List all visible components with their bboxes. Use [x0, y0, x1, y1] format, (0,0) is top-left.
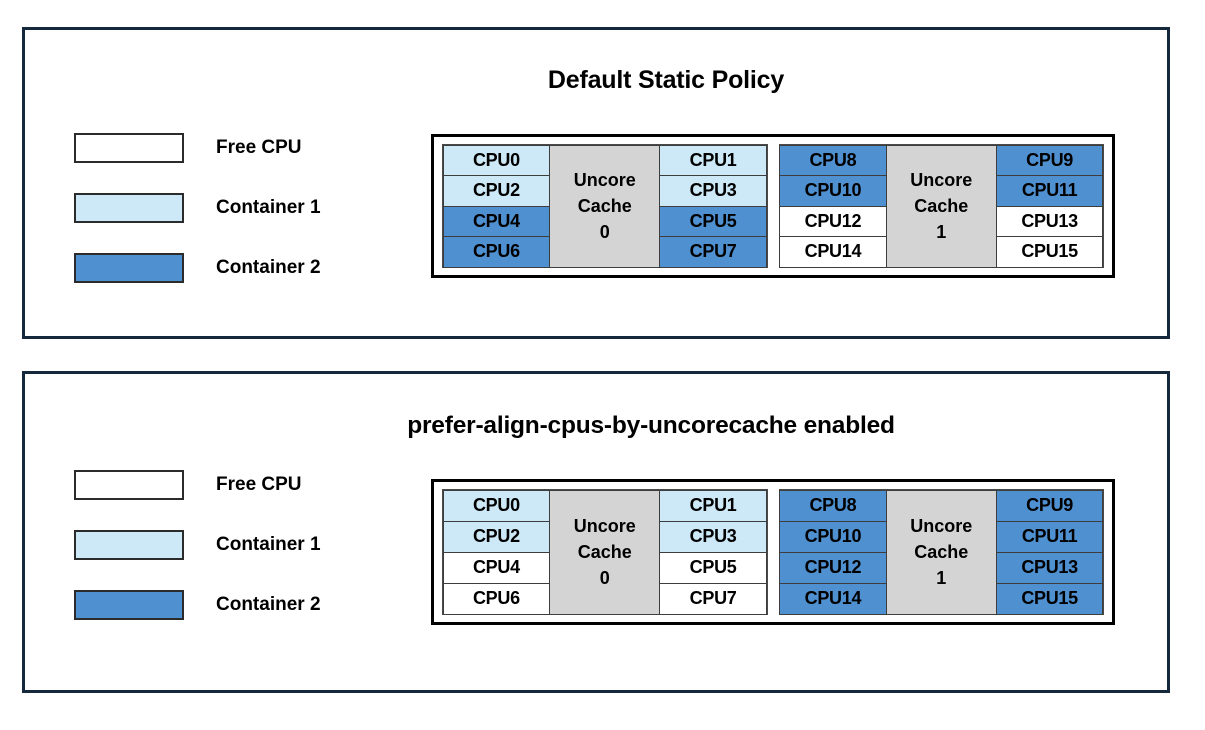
legend-swatch-c2 — [74, 590, 184, 620]
uncore-cache-text-line: 1 — [936, 568, 947, 589]
uncore-cache-text-line: Cache — [914, 541, 969, 562]
cpu-cell-cpu3: CPU3 — [659, 520, 767, 553]
cpu-cell-cpu12: CPU12 — [779, 551, 887, 584]
cpu-cell-cpu5: CPU5 — [659, 205, 767, 237]
cpu-cell-cpu5: CPU5 — [659, 551, 767, 584]
uncore-cache-text-line: Cache — [577, 541, 632, 562]
legend-label: Free CPU — [216, 137, 302, 158]
uncore-cache-text-line: Uncore — [573, 169, 636, 190]
cpu-cell-cpu2: CPU2 — [442, 175, 551, 207]
legend-label: Container 1 — [216, 197, 321, 218]
cpu-cell-cpu6: CPU6 — [442, 582, 551, 615]
legend-swatch-free — [74, 133, 184, 163]
legend-item-c1: Container 1 — [74, 528, 321, 562]
cpu-cell-cpu9: CPU9 — [995, 489, 1104, 522]
uncore-cache-text-line: Uncore — [910, 169, 973, 190]
cpu-cell-cpu7: CPU7 — [659, 236, 767, 268]
uncore-cache-text-line: Uncore — [910, 515, 973, 536]
cpu-cell-cpu10: CPU10 — [779, 520, 887, 553]
uncore-cache-text-line: Cache — [577, 195, 632, 216]
legend-swatch-c1 — [74, 530, 184, 560]
legend-item-c2: Container 2 — [74, 588, 321, 622]
cpu-cell-cpu13: CPU13 — [995, 551, 1104, 584]
legend-label: Container 2 — [216, 257, 321, 278]
cpu-cell-cpu10: CPU10 — [779, 175, 887, 207]
cpu-cell-cpu8: CPU8 — [779, 144, 887, 176]
panel-default-static-policy: Default Static Policy Free CPU Container … — [22, 27, 1170, 339]
cpu-cell-cpu8: CPU8 — [779, 489, 887, 522]
legend-label: Container 2 — [216, 594, 321, 615]
cpu-cell-cpu0: CPU0 — [442, 144, 551, 176]
legend-swatch-c2 — [74, 253, 184, 283]
cpu-cell-cpu11: CPU11 — [995, 175, 1104, 207]
page-title: prefer-align-cpus-by-uncorecache enabled — [407, 412, 895, 439]
cpu-cell-cpu12: CPU12 — [779, 205, 887, 237]
cpu-cell-cpu6: CPU6 — [442, 236, 551, 268]
uncore-cache-text-line: Cache — [914, 195, 969, 216]
uncore-cache-text-line: 0 — [599, 222, 610, 243]
legend-swatch-c1 — [74, 193, 184, 223]
cpu-cell-cpu15: CPU15 — [995, 582, 1104, 615]
legend-item-c1: Container 1 — [74, 191, 321, 225]
cpu-cell-cpu14: CPU14 — [779, 236, 887, 268]
panel-prefer-align-cpus-by-uncorecache: prefer-align-cpus-by-uncorecache enabled… — [22, 371, 1170, 693]
legend-swatch-free — [74, 470, 184, 500]
uncore-cache-text-line: Uncore — [573, 515, 636, 536]
legend-label: Container 1 — [216, 534, 321, 555]
cpu-cell-cpu15: CPU15 — [995, 236, 1104, 268]
cpu-cell-cpu9: CPU9 — [995, 144, 1104, 176]
legend-label: Free CPU — [216, 474, 302, 495]
cpu-cell-cpu3: CPU3 — [659, 175, 767, 207]
uncore-cache-text-line: 0 — [599, 568, 610, 589]
legend: Free CPU Container 1 Container 2 — [74, 468, 321, 622]
cpu-cell-cpu0: CPU0 — [442, 489, 551, 522]
page-title: Default Static Policy — [547, 66, 785, 94]
cpu-cell-cpu13: CPU13 — [995, 205, 1104, 237]
legend-item-c2: Container 2 — [74, 251, 321, 285]
cpu-cell-cpu1: CPU1 — [659, 489, 767, 522]
legend: Free CPU Container 1 Container 2 — [74, 131, 321, 285]
cpu-cell-cpu7: CPU7 — [659, 582, 767, 615]
cpu-cell-cpu4: CPU4 — [442, 205, 551, 237]
cpu-cell-cpu4: CPU4 — [442, 551, 551, 584]
cpu-cell-cpu14: CPU14 — [779, 582, 887, 615]
cpu-cell-cpu1: CPU1 — [659, 144, 767, 176]
uncore-cache-text-line: 1 — [936, 222, 947, 243]
legend-item-free: Free CPU — [74, 131, 321, 165]
legend-item-free: Free CPU — [74, 468, 321, 502]
cpu-cell-cpu11: CPU11 — [995, 520, 1104, 553]
cpu-cell-cpu2: CPU2 — [442, 520, 551, 553]
